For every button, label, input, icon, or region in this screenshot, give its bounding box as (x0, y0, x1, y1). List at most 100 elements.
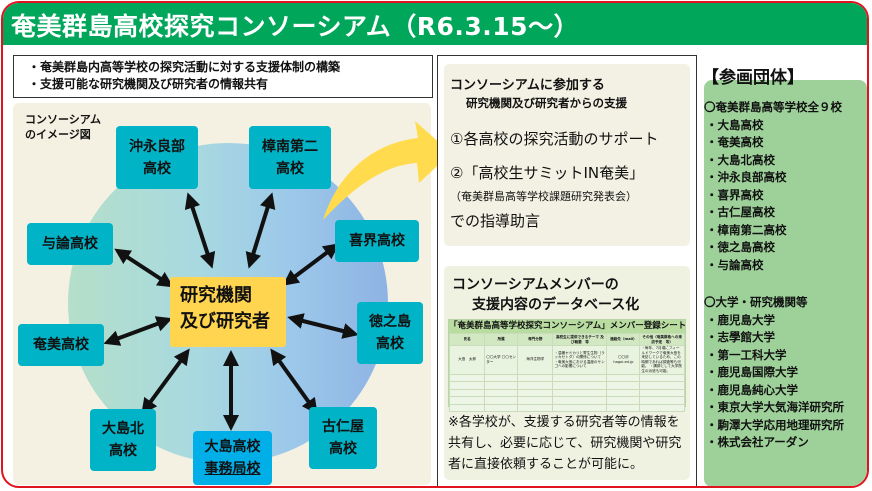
database-note: ※各学校が、支援する研究者等の情報を共有し、必要に応じて、研究機関や研究者に直接… (448, 415, 682, 472)
school-name: 高校 (143, 160, 171, 177)
consortium-diagram: コンソーシアム のイメージ図 沖永良部 高校 (13, 103, 431, 485)
diagram-label-line: のイメージ図 (25, 128, 91, 141)
member-item: ・第一工科大学 (706, 347, 787, 362)
database-subheading: 支援内容のデータベース化 (472, 297, 640, 313)
table-row: 大島 太郎 〇〇大学 〇〇センター 海洋生物学 ・温暖ヤドカリと寄生生物（ラッカ… (448, 345, 685, 375)
registration-sheet: 「奄美群島高等学校探究コンソーシアム」メンバー登録シート 氏名 所属 専門分野 … (448, 319, 686, 413)
column-header: 専門分野 (517, 333, 554, 346)
database-box: コンソーシアムメンバーの 支援内容のデータベース化 「奄美群島高等学校探究コンソ… (444, 266, 690, 480)
center-label: 研究機関 (180, 285, 252, 306)
school-name: 高校 (276, 160, 304, 177)
school-box-koniya: 古仁屋 高校 (309, 407, 377, 469)
member-item: ・株式会社アーダン (706, 435, 809, 449)
support-panel: コンソーシアムに参加する 研究機関及び研究者からの支援 ①各高校の探究活動のサポ… (437, 55, 697, 486)
support-item-2: ②「高校生サミットIN奄美」 (450, 164, 645, 182)
school-box-shonan: 樟南第二 高校 (249, 126, 331, 189)
school-name: 大島北 (102, 421, 144, 437)
arrow-koniya (270, 348, 318, 415)
arrow-amami (103, 316, 173, 346)
school-name: 沖永良部 (129, 138, 185, 155)
school-name: 大島高校 (204, 439, 261, 455)
member-item: ・与論高校 (706, 257, 764, 272)
members-box (704, 80, 867, 486)
school-box-tokunoshima: 徳之島 高校 (357, 302, 423, 364)
arrow-kikai (282, 243, 340, 286)
table-row-blank (448, 373, 685, 383)
member-item: ・沖永良部高校 (706, 170, 787, 184)
members-title: 【参画団体】 (702, 68, 804, 88)
support-item-1: ①各高校の探究活動のサポート (450, 130, 659, 148)
school-name: 高校 (329, 441, 357, 457)
member-item: ・喜界高校 (706, 187, 764, 202)
school-name: 樟南第二 (262, 138, 318, 155)
column-header: 高校生に提供できるテーマ 及び概要 等 (552, 333, 608, 346)
table-cell: ・毎年、7月頃にフィールドワークで奄美大島を来訪しているため、この時期であれば調… (639, 345, 685, 375)
school-name: 喜界高校 (349, 233, 405, 249)
member-group-heading: 〇大学・研究機関等 (704, 295, 808, 309)
spacer (704, 274, 844, 294)
school-name: 与論高校 (42, 236, 98, 252)
member-item: ・古仁屋高校 (706, 205, 775, 219)
goal-item: ・支援可能な研究機関及び研究者の情報共有 (28, 77, 269, 91)
member-item: ・駒澤大学応用地理研究所 (706, 417, 844, 432)
column-header: 所属 (484, 333, 519, 346)
diagram-label-line: コンソーシアム (25, 113, 102, 126)
school-name: 古仁屋 (322, 419, 364, 435)
table-cell: 大島 太郎 (448, 345, 486, 375)
column-header: その他（奄美群島への来訪予定 等） (639, 333, 685, 346)
school-name: 徳之島 (369, 314, 411, 330)
column-header: 連絡先（mail） (606, 333, 641, 346)
table-cell: 〇〇大学 〇〇センター (484, 345, 519, 375)
member-item: ・東京大学大気海洋研究所 (706, 400, 844, 414)
arrow-shonan (245, 192, 276, 269)
member-item: ・徳之島高校 (706, 240, 775, 254)
school-name: 高校 (376, 336, 404, 352)
arrows-layer (103, 192, 359, 431)
school-box-amami: 奄美高校 (18, 324, 104, 366)
table-cell: 〇〇＠ hagoi.ed.jp (606, 345, 641, 375)
school-box-oshimakita: 大島北 高校 (90, 409, 156, 471)
member-item: ・奄美高校 (706, 135, 764, 149)
goals-box: ・奄美群島内高等学校の探究活動に対する支援体制の構築 ・支援可能な研究機関及び研… (13, 55, 433, 98)
support-item-2-sub: （奄美群島高等学校課題研究発表会） (450, 190, 637, 203)
member-item: ・大島高校 (706, 117, 764, 132)
registration-table: 氏名 所属 専門分野 高校生に提供できるテーマ 及び概要 等 連絡先（mail）… (448, 333, 685, 413)
support-heading: コンソーシアムに参加する (450, 78, 605, 93)
school-box-oshima-office: 大島高校 事務局校 (193, 431, 272, 485)
table-row-blank (448, 396, 685, 405)
table-row-blank (448, 403, 685, 413)
arrow-okinoerabu (184, 192, 216, 269)
sheet-title: 「奄美群島高等学校探究コンソーシアム」メンバー登録シート (449, 320, 685, 333)
member-item: ・鹿児島純心大学 (706, 382, 798, 397)
center-label: 及び研究者 (180, 311, 270, 332)
page-title: 奄美群島高校探究コンソーシアム（R6.3.15～） (3, 3, 867, 45)
support-box: コンソーシアムに参加する 研究機関及び研究者からの支援 ①各高校の探究活動のサポ… (444, 64, 690, 246)
member-item: ・大島北高校 (706, 152, 775, 167)
school-name: 高校 (109, 443, 137, 459)
school-box-okinoerabu: 沖永良部 高校 (116, 126, 198, 189)
arrow-tokunoshima (287, 313, 359, 339)
support-item-2-tail: での指導助言 (450, 212, 541, 230)
member-item: ・鹿児島国際大学 (706, 365, 798, 379)
arrow-oshimakita (141, 348, 190, 415)
office-label: 事務局校 (204, 461, 261, 477)
school-box-kikai: 喜界高校 (335, 220, 419, 262)
database-heading: コンソーシアムメンバーの (452, 277, 619, 293)
member-group-heading: 〇奄美群島高等学校全９校 (704, 100, 842, 114)
member-item: ・志學館大学 (706, 330, 775, 344)
school-name: 奄美高校 (33, 337, 89, 353)
table-header-row: 氏名 所属 専門分野 高校生に提供できるテーマ 及び概要 等 連絡先（mail）… (448, 333, 685, 346)
support-subheading: 研究機関及び研究者からの支援 (466, 96, 627, 110)
members-list: 〇奄美群島高等学校全９校 ・大島高校 ・奄美高校 ・大島北高校 ・沖永良部高校 … (704, 99, 844, 452)
diagram-label: コンソーシアム のイメージ図 (25, 112, 101, 142)
member-item: ・鹿児島大学 (706, 312, 775, 327)
column-header: 氏名 (448, 333, 486, 346)
table-cell: 海洋生物学 (517, 345, 554, 375)
research-institutions-box: 研究機関 及び研究者 (170, 277, 286, 347)
table-row-blank (448, 388, 685, 398)
arrow-yoron (114, 248, 174, 288)
table-row-blank (448, 381, 685, 390)
school-box-yoron: 与論高校 (27, 223, 113, 265)
table-cell: ・温暖ヤドカリと寄生生物（ラッカセトダ）の関係について ・奄美大島における温度の… (552, 345, 608, 375)
